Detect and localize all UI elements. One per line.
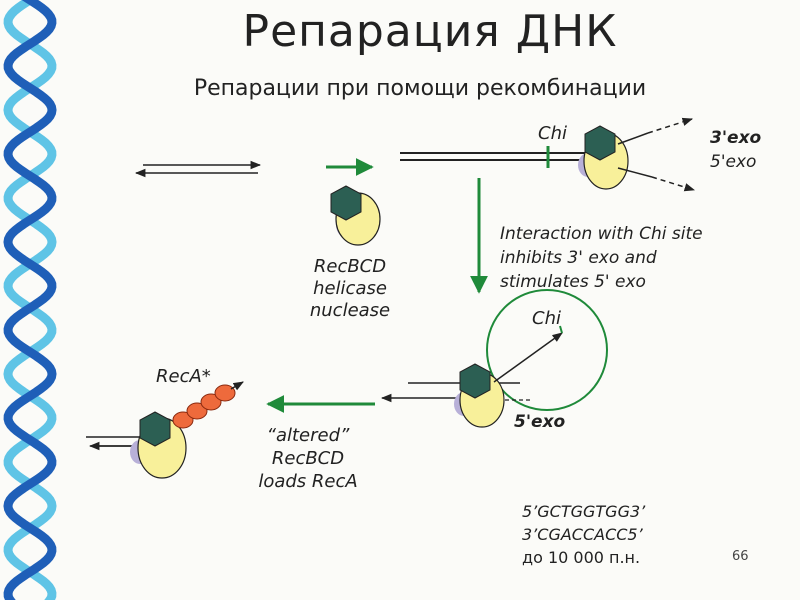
sequence-line-bottom: 3’CGACCACC5’ [522,525,643,544]
exo5-label-top: 5'exo [710,152,757,172]
chi-highlight-circle [486,289,608,411]
altered-caption-line: loads RecA [258,471,358,492]
exo3-label: 3'exo [710,128,762,148]
interaction-caption: Interaction with Chi site inhibits 3' ex… [500,222,703,294]
recbcd-caption: RecBCD helicase nuclease [290,256,410,322]
interaction-caption-line: Interaction with Chi site [500,224,703,244]
altered-caption: “altered” RecBCD loads RecA [248,424,368,493]
interaction-caption-line: inhibits 3' exo and [500,248,657,268]
chi-label-circle: Chi [532,308,561,329]
dna-chi-interaction [380,325,563,428]
reca-label: RecA* [156,366,211,387]
chi-sequence: 5’GCTGGTGG3’ 3’CGACCACC5’ до 10 000 п.н. [522,500,645,569]
reca-filament-icon [86,381,244,479]
helix-strand [3,0,57,600]
page-title: Репарация ДНК [242,6,618,57]
dna-duplex-with-recbcd [400,117,696,192]
recbcd-caption-line: nuclease [309,300,391,321]
dna-duplex-free [134,160,262,178]
recbcd-caption-line: helicase [313,278,387,299]
dna-helix-decoration [3,0,57,600]
page-subtitle: Репарации при помощи рекомбинации [193,76,647,101]
chi-label-top: Chi [538,123,567,144]
interaction-caption-line: stimulates 5' exo [500,272,646,292]
altered-caption-line: RecBCD [271,448,345,469]
recbcd-complex-icon [330,185,381,246]
page-number: 66 [732,549,749,564]
sequence-line-top: 5’GCTGGTGG3’ [522,502,646,521]
recbcd-caption-line: RecBCD [313,256,387,277]
helix-strand [3,0,57,600]
altered-caption-line: “altered” [266,425,350,446]
exo5-label-bottom: 5'exo [514,412,566,432]
sequence-length-note: до 10 000 п.н. [522,548,641,567]
